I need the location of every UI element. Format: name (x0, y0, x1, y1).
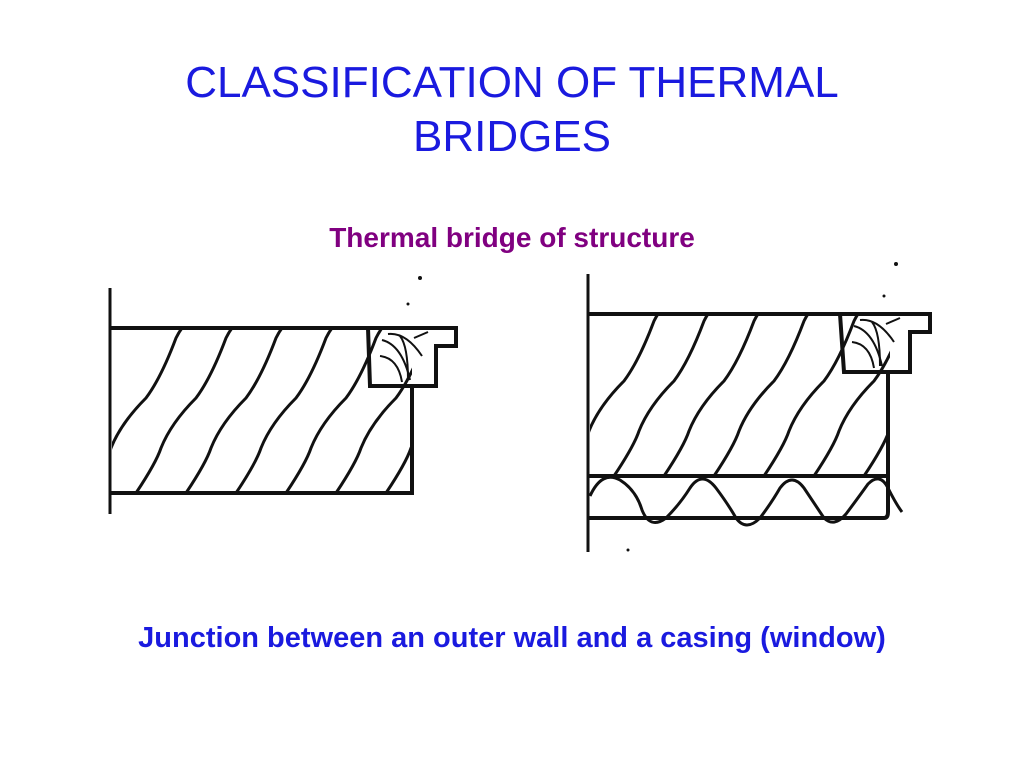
slide-title: CLASSIFICATION OF THERMAL BRIDGES (185, 58, 839, 161)
marker-dot (626, 548, 630, 552)
wall-hatching (112, 328, 412, 493)
slide-caption: Junction between an outer wall and a cas… (138, 622, 886, 654)
window-casing (365, 326, 458, 388)
slide-subtitle: Thermal bridge of structure (329, 222, 695, 253)
marker-dot (406, 302, 410, 306)
wall-hatching (590, 314, 890, 476)
marker-dot (894, 262, 898, 266)
window-casing (837, 312, 932, 374)
marker-dot (418, 276, 422, 280)
marker-dot (882, 294, 886, 298)
insulation-layer (588, 475, 904, 527)
insulated-wall-junction-drawing (586, 262, 932, 552)
wall-junction-drawing (108, 276, 458, 514)
masonry-wall (110, 326, 414, 495)
